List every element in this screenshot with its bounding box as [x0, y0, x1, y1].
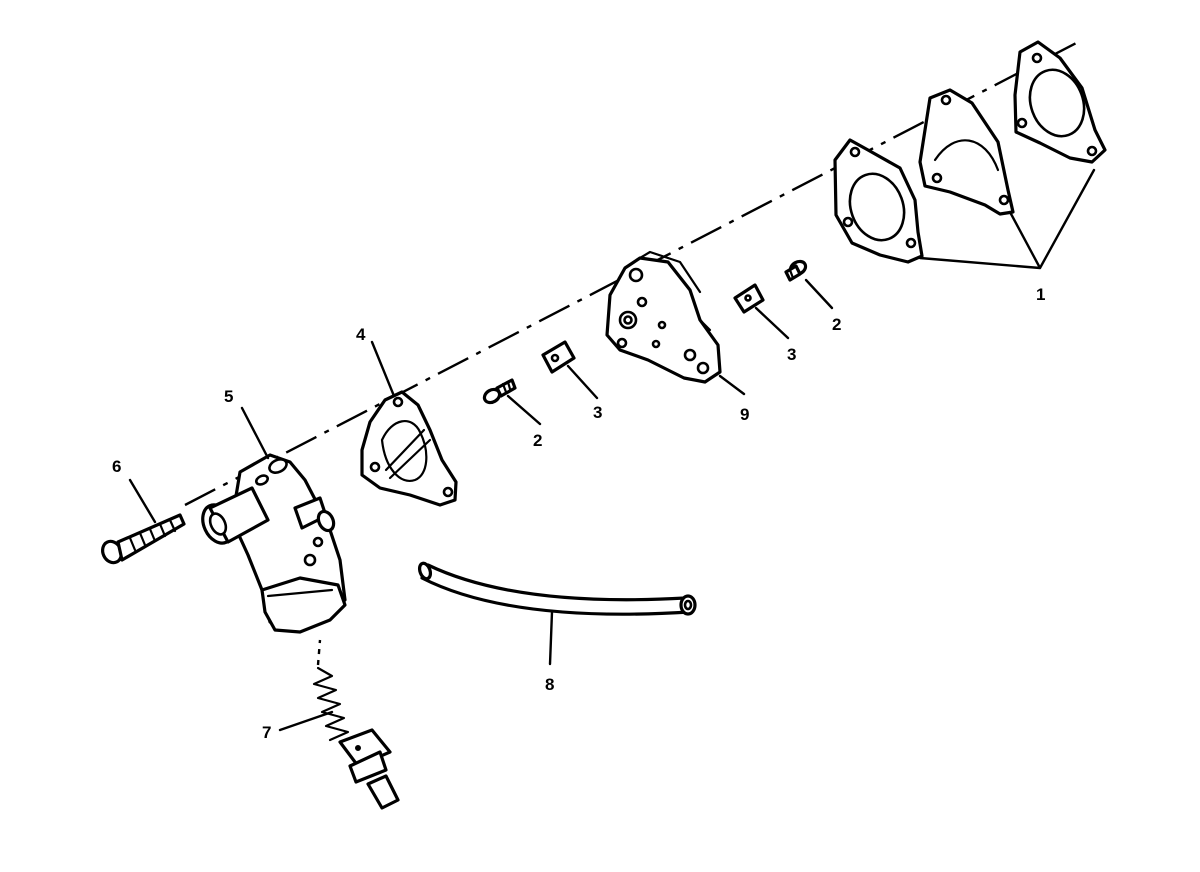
hose-axis-line	[316, 639, 322, 666]
screw-right	[784, 259, 808, 282]
callout-8: 8	[545, 675, 554, 694]
leader-1	[918, 168, 1096, 270]
fuel-hose	[417, 561, 697, 616]
valve-gasket	[360, 390, 458, 507]
leader-2a	[506, 394, 542, 426]
callout-5: 5	[224, 387, 233, 406]
callout-6: 6	[112, 457, 121, 476]
diaphragm-middle	[918, 88, 1015, 216]
leader-6	[128, 478, 157, 524]
callout-1: 1	[1036, 285, 1045, 304]
callout-3-right: 3	[787, 345, 796, 364]
callout-2-right: 2	[832, 315, 841, 334]
spring-valve	[312, 666, 400, 810]
gasket-front	[833, 138, 924, 264]
leader-3a	[566, 364, 599, 400]
leader-3b	[754, 306, 790, 340]
callout-4: 4	[356, 325, 366, 344]
valve-left	[541, 340, 576, 374]
callout-3-left: 3	[593, 403, 602, 422]
leader-8	[548, 610, 554, 666]
callout-2-left: 2	[533, 431, 542, 450]
gasket-rear	[1013, 40, 1107, 164]
pump-cover	[605, 250, 722, 384]
leader-5	[240, 406, 270, 460]
leader-2b	[804, 278, 834, 310]
callout-7: 7	[262, 723, 271, 742]
leader-4	[370, 340, 396, 398]
pump-housing	[201, 453, 347, 634]
long-screw	[101, 513, 186, 565]
screw-left	[482, 378, 517, 405]
valve-right	[733, 283, 765, 314]
leader-7	[278, 710, 334, 732]
callout-9: 9	[740, 405, 749, 424]
leader-9	[718, 374, 746, 396]
